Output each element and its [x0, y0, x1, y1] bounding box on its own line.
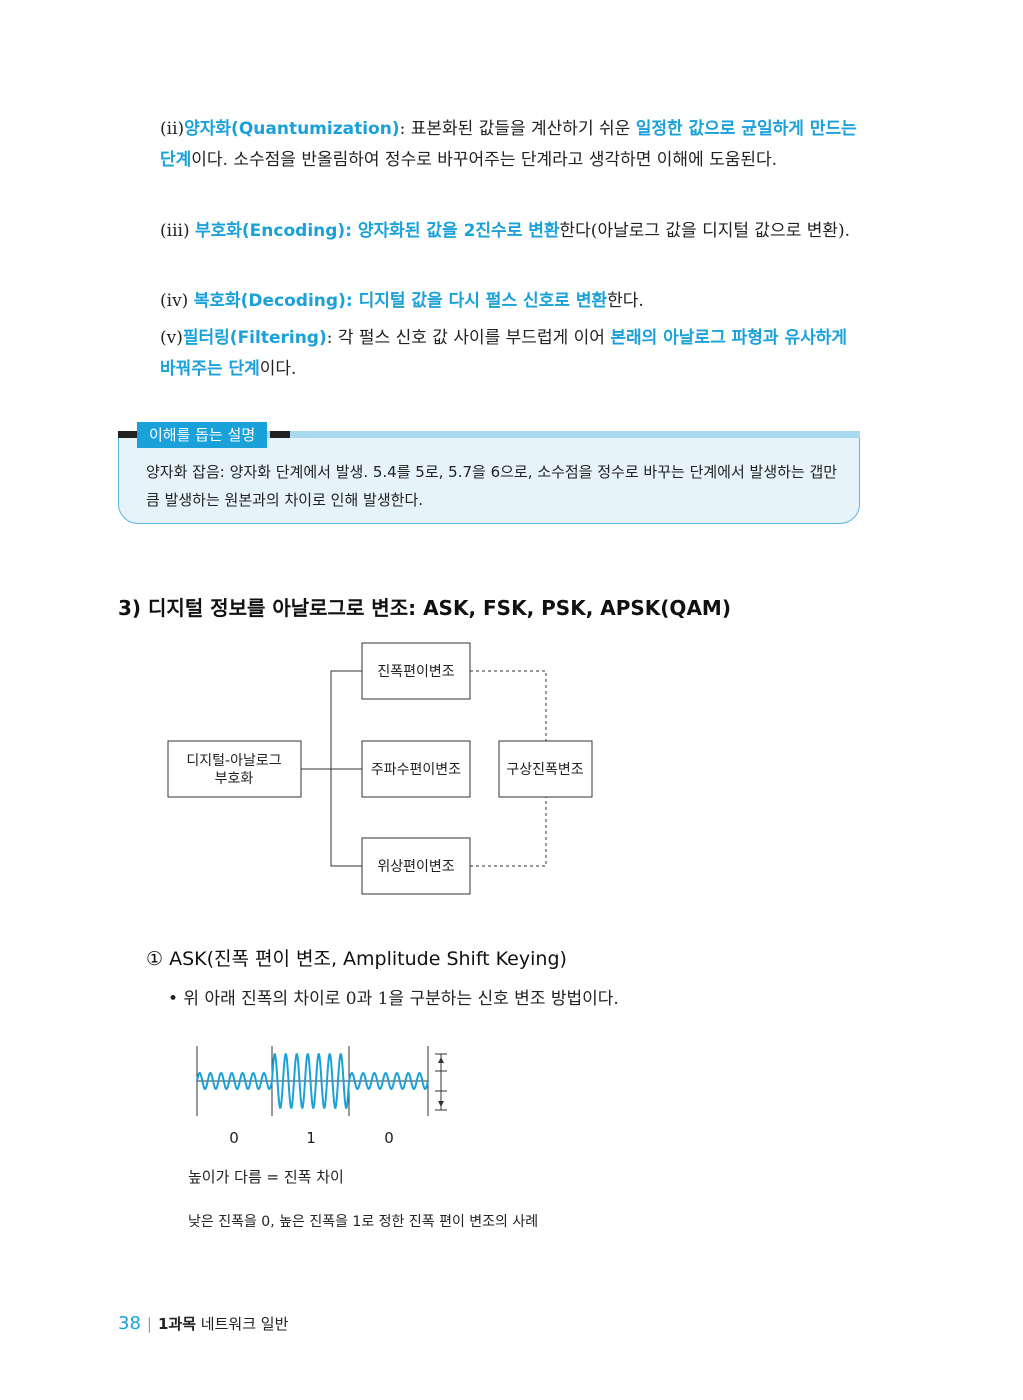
- item-text: : 각 펄스 신호 값 사이를 부드럽게 이어: [326, 328, 611, 348]
- root-box: [167, 740, 302, 798]
- info-box-accent-left: [118, 431, 137, 438]
- root-label-line2: 부호화: [215, 771, 254, 787]
- arrow-down-icon: [438, 1101, 444, 1107]
- dashed-connector: [470, 797, 547, 867]
- item-number: (ii): [160, 119, 185, 139]
- carrier-wave: [196, 1053, 429, 1109]
- psk-box: [361, 837, 471, 895]
- item-quantization: (ii)양자화(Quantumization): 표본화된 값들을 계산하기 쉬…: [160, 114, 862, 176]
- arrow-up-icon: [438, 1057, 444, 1063]
- item-emphasis: 양자화된 값을 2진수로 변환: [357, 221, 560, 241]
- fsk-box: [361, 740, 471, 798]
- item-emphasis: 디지털 값을 다시 펄스 신호로 변환: [358, 291, 608, 311]
- item-term: 양자화(Quantumization): [184, 119, 400, 139]
- item-term: 복호화(Decoding): [193, 291, 346, 311]
- item-decoding: (iv) 복호화(Decoding): 디지털 값을 다시 펄스 신호로 변환한…: [160, 286, 862, 317]
- info-box-text: 양자화 잡음: 양자화 단계에서 발생. 5.4를 5로, 5.7을 6으로, …: [146, 463, 838, 509]
- item-number: (v): [160, 328, 183, 348]
- bit-label: 0: [229, 1129, 239, 1147]
- connector-line: [330, 670, 362, 867]
- fsk-label: 주파수편이변조: [371, 762, 461, 778]
- item-term: 필터링(Filtering): [182, 328, 327, 348]
- item-colon: :: [345, 221, 358, 241]
- ask-waveform: [196, 1046, 447, 1116]
- item-text: 이다.: [259, 359, 297, 379]
- item-colon: :: [345, 291, 359, 311]
- item-text: 한다(아날로그 값을 디지털 값으로 변환).: [559, 221, 851, 241]
- ask-bullet: • 위 아래 진폭의 차이로 0과 1을 구분하는 신호 변조 방법이다.: [168, 989, 619, 1009]
- item-text: : 표본화된 값들을 계산하기 쉬운: [399, 119, 636, 139]
- item-filtering: (v)필터링(Filtering): 각 펄스 신호 값 사이를 부드럽게 이어…: [160, 323, 862, 385]
- bit-label: 0: [384, 1129, 394, 1147]
- ask-label: 진폭편이변조: [377, 664, 454, 680]
- item-term: 부호화(Encoding): [194, 221, 346, 241]
- ask-caption-1: 높이가 다름 = 진폭 차이: [188, 1168, 344, 1186]
- qam-box: [498, 740, 593, 798]
- page-number: 38: [118, 1313, 141, 1334]
- item-encoding: (iii) 부호화(Encoding): 양자화된 값을 2진수로 변환한다(아…: [160, 216, 862, 247]
- psk-label: 위상편이변조: [377, 859, 454, 875]
- section-title: 3) 디지털 정보를 아날로그로 변조: ASK, FSK, PSK, APSK…: [118, 596, 731, 620]
- item-text: 이다. 소수점을 반올림하여 정수로 바꾸어주는 단계라고 생각하면 이해에 도…: [191, 150, 778, 170]
- info-box-accent-right: [270, 431, 290, 438]
- page-footer: 38 | 1과목 네트워크 일반: [118, 1313, 288, 1334]
- footer-subject: 1과목: [157, 1315, 197, 1333]
- ask-box: [361, 642, 471, 700]
- root-label-line1: 디지털-아날로그: [186, 753, 281, 769]
- item-emphasis: 일정한 값으로 균일하게 만드는 단계: [160, 119, 857, 170]
- item-text: 한다.: [607, 291, 644, 311]
- info-box-title: 이해를 돕는 설명: [137, 422, 268, 448]
- item-number: (iv): [160, 291, 189, 311]
- bit-label: 1: [306, 1129, 316, 1147]
- ask-title: ① ASK(진폭 편이 변조, Amplitude Shift Keying): [146, 948, 567, 970]
- footer-separator: |: [146, 1315, 152, 1333]
- footer-chapter: 네트워크 일반: [200, 1315, 289, 1333]
- ask-caption-2: 낮은 진폭을 0, 높은 진폭을 1로 정한 진폭 편이 변조의 사례: [188, 1214, 539, 1230]
- item-emphasis: 본래의 아날로그 파형과 유사하게 바꿔주는 단계: [160, 328, 848, 379]
- info-box-topbar: [118, 431, 860, 438]
- item-number: (iii): [160, 221, 190, 241]
- qam-label: 구상진폭변조: [506, 762, 583, 778]
- dashed-connector: [470, 670, 547, 741]
